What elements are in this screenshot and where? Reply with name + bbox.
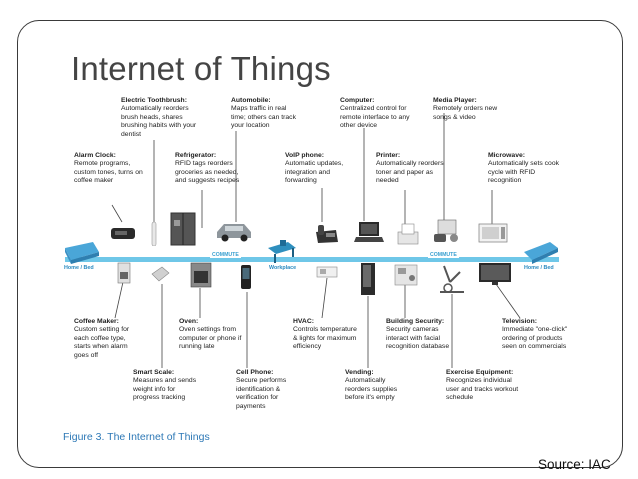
timeline-band	[65, 257, 559, 262]
annotation-vending: Vending: Automatically reorders supplies…	[345, 369, 411, 403]
media-player-icon	[434, 219, 458, 242]
annotation-alarm-clock: Alarm Clock: Remote programs, custom ton…	[74, 152, 146, 186]
annotation-smart-scale: Smart Scale: Measures and sends weight i…	[133, 369, 203, 403]
microwave-icon	[478, 223, 508, 243]
bed-icon-right	[524, 242, 558, 264]
annotation-body: Controls temperature & lights for maximu…	[293, 326, 357, 351]
oven-icon	[190, 262, 212, 288]
television-icon	[479, 263, 511, 285]
annotation-heading: Smart Scale:	[133, 369, 175, 376]
annotation-heading: Alarm Clock:	[74, 152, 116, 159]
annotation-body: Secure performs identification & verific…	[236, 377, 287, 410]
workplace-label: Workplace	[269, 265, 297, 271]
slide-title: Internet of Things	[71, 50, 331, 87]
toothbrush-icon	[151, 222, 157, 246]
desk-icon	[268, 240, 296, 263]
annotation-television: Television: Immediate "one-click" orderi…	[502, 318, 574, 352]
annotation-heading: Computer:	[340, 97, 375, 104]
annotation-body: Remote programs, custom tones, turns on …	[74, 160, 143, 185]
annotation-hvac: HVAC: Controls temperature & lights for …	[293, 318, 359, 352]
annotation-automobile: Automobile: Maps traffic in real time; o…	[231, 97, 299, 131]
annotation-electric-toothbrush: Electric Toothbrush: Automatically reord…	[121, 97, 201, 139]
hvac-icon	[316, 266, 338, 278]
annotation-computer: Computer: Centralized control for remote…	[340, 97, 418, 131]
annotation-body: Centralized control for remote interface…	[340, 105, 410, 130]
laptop-icon	[354, 222, 384, 242]
annotation-heading: Printer:	[376, 152, 401, 159]
annotation-heading: Media Player:	[433, 97, 477, 104]
annotation-heading: Refrigerator:	[175, 152, 217, 159]
annotation-voip-phone: VoIP phone: Automatic updates, integrati…	[285, 152, 357, 186]
commute-label-left: COMMUTE	[210, 252, 241, 258]
cell-phone-icon	[241, 265, 251, 289]
annotation-heading: VoIP phone:	[285, 152, 325, 159]
annotation-heading: Automobile:	[231, 97, 271, 104]
annotation-heading: Exercise Equipment:	[446, 369, 514, 376]
annotation-heading: Television:	[502, 318, 537, 325]
annotation-coffee-maker: Coffee Maker: Custom setting for each co…	[74, 318, 144, 360]
annotation-body: Automatically reorders supplies before i…	[345, 377, 398, 402]
refrigerator-icon	[170, 212, 196, 246]
annotation-heading: Coffee Maker:	[74, 318, 119, 325]
annotation-heading: Vending:	[345, 369, 374, 376]
car-icon	[217, 224, 251, 242]
smart-scale-icon	[151, 266, 170, 282]
figure-caption: Figure 3. The Internet of Things	[63, 431, 210, 443]
slide-frame	[17, 20, 623, 468]
annotation-body: Automatic updates, integration and forwa…	[285, 160, 344, 185]
source-note: Source: IAC	[538, 457, 611, 472]
annotation-microwave: Microwave: Automatically sets cook cycle…	[488, 152, 560, 186]
annotation-body: Oven settings from computer or phone if …	[179, 326, 242, 351]
annotation-body: Security cameras interact with facial re…	[386, 326, 450, 351]
annotation-body: Automatically sets cook cycle with RFID …	[488, 160, 560, 185]
voip-phone-icon	[316, 225, 338, 243]
annotation-heading: Cell Phone:	[236, 369, 274, 376]
alarm-clock-icon	[111, 228, 135, 239]
annotation-heading: Electric Toothbrush:	[121, 97, 187, 104]
annotation-refrigerator: Refrigerator: RFID tags reorders groceri…	[175, 152, 241, 186]
bed-icon-left	[65, 242, 99, 264]
annotation-body: Recognizes individual user and tracks wo…	[446, 377, 519, 402]
annotation-printer: Printer: Automatically reorders toner an…	[376, 152, 448, 186]
annotation-body: Custom setting for each coffee type, sta…	[74, 326, 130, 359]
coffee-maker-icon	[117, 262, 131, 284]
annotation-heading: HVAC:	[293, 318, 315, 325]
annotation-body: Automatically reorders brush heads, shar…	[121, 105, 197, 138]
annotation-heading: Microwave:	[488, 152, 526, 159]
vending-machine-icon	[361, 263, 375, 295]
annotation-body: Automatically reorders toner and paper a…	[376, 160, 444, 185]
annotation-oven: Oven: Oven settings from computer or pho…	[179, 318, 245, 352]
exercise-bike-icon	[440, 265, 464, 293]
annotation-building-security: Building Security: Security cameras inte…	[386, 318, 458, 352]
annotation-heading: Oven:	[179, 318, 199, 325]
annotation-body: Remotely orders new songs & video	[433, 105, 498, 121]
leader-lines	[111, 113, 521, 368]
security-panel-icon	[394, 264, 418, 286]
annotation-body: Maps traffic in real time; others can tr…	[231, 105, 296, 130]
annotation-body: Measures and sends weight info for progr…	[133, 377, 197, 402]
commute-label-right: COMMUTE	[428, 252, 459, 258]
annotation-heading: Building Security:	[386, 318, 445, 325]
home-bed-right-label: Home / Bed	[524, 265, 554, 271]
annotation-media-player: Media Player: Remotely orders new songs …	[433, 97, 501, 122]
annotation-body: RFID tags reorders groceries as needed, …	[175, 160, 240, 185]
annotation-body: Immediate "one-click" ordering of produc…	[502, 326, 568, 351]
printer-icon	[397, 223, 419, 245]
annotation-exercise-equipment: Exercise Equipment: Recognizes individua…	[446, 369, 522, 403]
home-bed-left-label: Home / Bed	[64, 265, 94, 271]
annotation-cell-phone: Cell Phone: Secure performs identificati…	[236, 369, 302, 411]
